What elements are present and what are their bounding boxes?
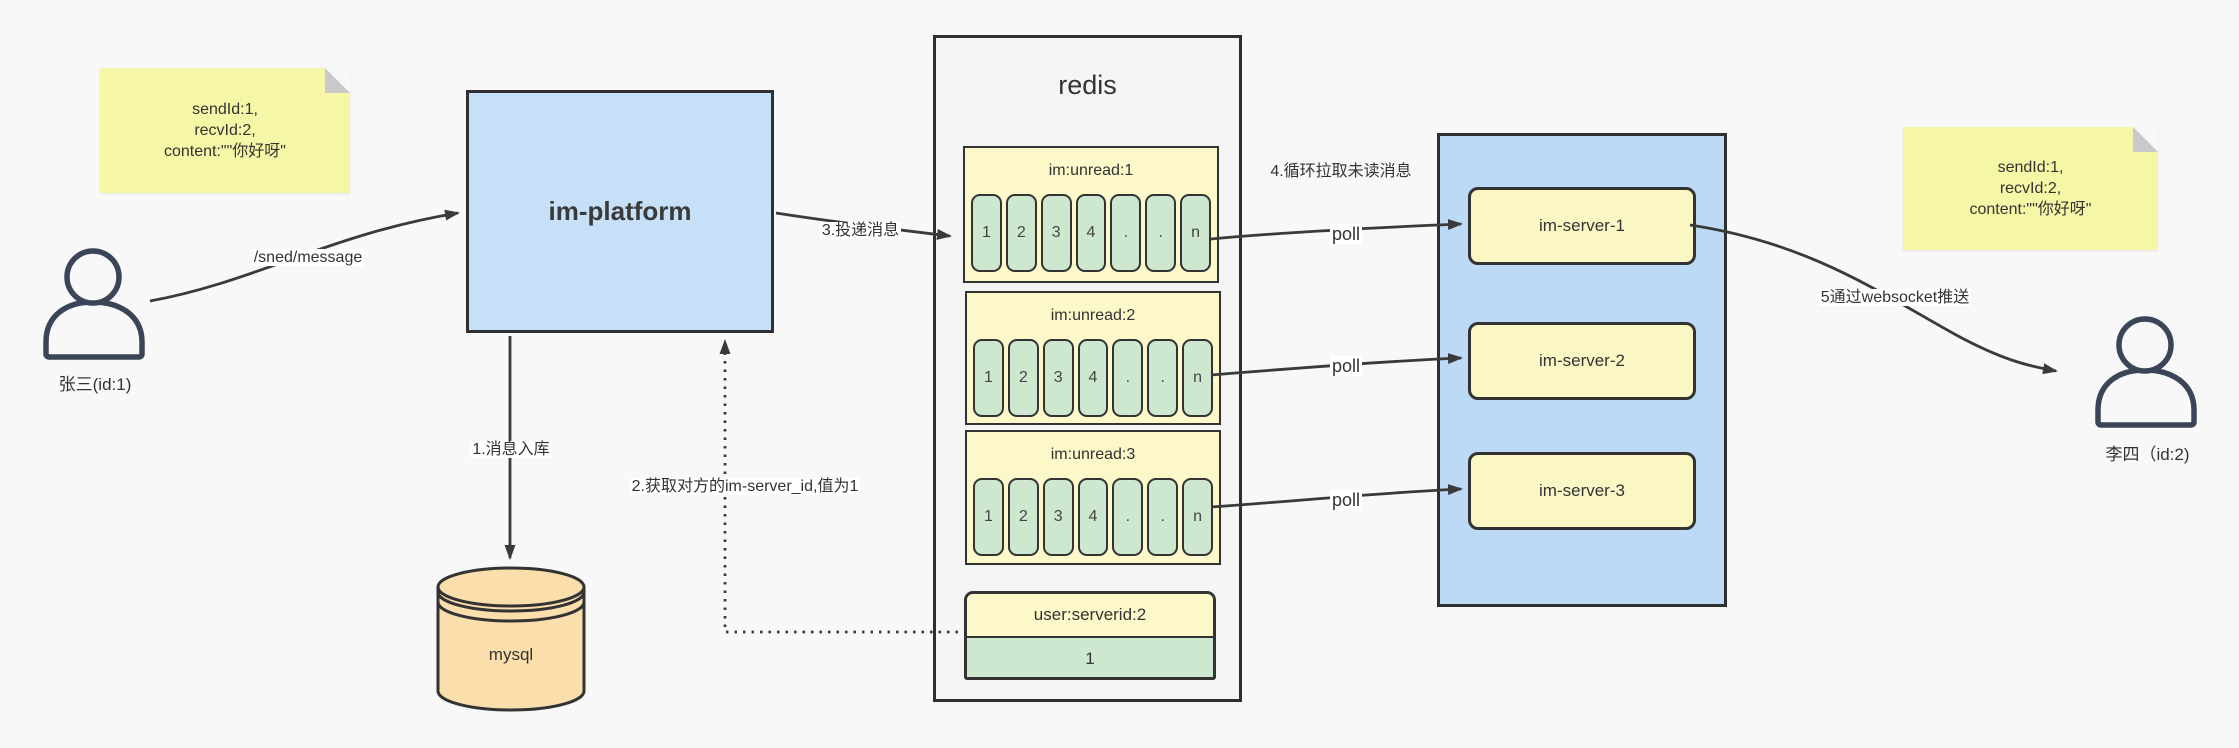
- queue-cell: 4: [1075, 194, 1107, 272]
- queue-cell: 2: [1005, 194, 1037, 272]
- queue-cells: 1 2 3 4 . . n: [967, 478, 1219, 556]
- queue-cell: 2: [1007, 478, 1039, 556]
- note-line: sendId:1,: [1997, 158, 2064, 176]
- note-line: recvId:2,: [1999, 179, 2062, 197]
- user-icon-lisi: [2095, 316, 2197, 428]
- queue-cell: 3: [1040, 194, 1072, 272]
- queue-cells: 1 2 3 4 . . n: [965, 194, 1217, 272]
- sticky-note-left: sendId:1, recvId:2, content:""你好呀": [100, 68, 350, 193]
- queue-cell: .: [1112, 339, 1144, 417]
- queue-header: im:unread:3: [1050, 446, 1136, 463]
- queue-cell: 3: [1042, 478, 1074, 556]
- queue-cells: 1 2 3 4 . . n: [967, 339, 1219, 417]
- im-server-2-label: im-server-2: [1539, 351, 1625, 370]
- queue-cell: .: [1145, 194, 1177, 272]
- note-fold-icon: [2133, 127, 2158, 152]
- queue-cell: .: [1147, 339, 1179, 417]
- edge-label-poll-1: poll: [1329, 224, 1363, 244]
- queue-cell: 3: [1042, 339, 1074, 417]
- im-platform-node: im-platform: [466, 90, 774, 333]
- user-zhangsan-label: 张三(id:1): [58, 375, 132, 394]
- im-server-2-node: im-server-2: [1468, 322, 1696, 400]
- im-server-3-label: im-server-3: [1539, 481, 1625, 500]
- queue-cell: 4: [1077, 478, 1109, 556]
- mysql-label: mysql: [488, 645, 534, 664]
- edge-label-step1: 1.消息入库: [470, 441, 552, 458]
- kv-user-serverid: user:serverid:2 1: [964, 591, 1216, 680]
- edge-label-step5: 5通过websocket推送: [1818, 289, 1972, 306]
- queue-cell: 1: [973, 339, 1004, 417]
- queue-cell: 1: [971, 194, 1002, 272]
- kv-key: user:serverid:2: [967, 594, 1213, 638]
- queue-unread-1: im:unread:1 1 2 3 4 . . n: [963, 146, 1219, 283]
- queue-unread-2: im:unread:2 1 2 3 4 . . n: [965, 291, 1221, 425]
- queue-cell: n: [1182, 478, 1214, 556]
- queue-cell: 1: [973, 478, 1004, 556]
- queue-unread-3: im:unread:3 1 2 3 4 . . n: [965, 430, 1221, 565]
- redis-container: redis im:unread:1 1 2 3 4 . . n im:unrea…: [933, 35, 1242, 702]
- mysql-cylinder-icon: [436, 566, 586, 712]
- edge-label-step2: 2.获取对方的im-server_id,值为1: [629, 478, 861, 495]
- queue-cell: .: [1112, 478, 1144, 556]
- queue-header: im:unread:1: [1048, 162, 1134, 179]
- queue-cell: 4: [1077, 339, 1109, 417]
- edge-label-step3: 3.投递消息: [819, 222, 902, 239]
- note-line: content:""你好呀": [164, 143, 286, 161]
- note-line: recvId:2,: [194, 121, 256, 139]
- note-line: sendId:1,: [192, 100, 258, 118]
- note-line: content:""你好呀": [1969, 201, 2092, 219]
- im-server-1-node: im-server-1: [1468, 187, 1696, 265]
- queue-header: im:unread:2: [1050, 307, 1136, 324]
- queue-cell: n: [1182, 339, 1214, 417]
- im-platform-label: im-platform: [548, 196, 692, 226]
- kv-value: 1: [967, 638, 1213, 677]
- queue-cell: .: [1147, 478, 1179, 556]
- queue-cell: 2: [1007, 339, 1039, 417]
- queue-cell: .: [1110, 194, 1142, 272]
- redis-title: redis: [1058, 70, 1117, 100]
- im-server-1-label: im-server-1: [1539, 216, 1625, 235]
- im-server-3-node: im-server-3: [1468, 452, 1696, 530]
- edge-label-poll-2: poll: [1329, 356, 1363, 376]
- note-fold-icon: [325, 68, 350, 93]
- edge-label-send: /sned/message: [251, 249, 365, 266]
- edge-label-poll-3: poll: [1329, 490, 1363, 510]
- user-lisi-label: 李四（id:2): [2105, 445, 2190, 464]
- edge-label-step4: 4.循环拉取未读消息: [1270, 163, 1412, 180]
- sticky-note-right: sendId:1, recvId:2, content:""你好呀": [1903, 127, 2158, 250]
- user-icon-zhangsan: [43, 248, 145, 360]
- queue-cell: n: [1180, 194, 1212, 272]
